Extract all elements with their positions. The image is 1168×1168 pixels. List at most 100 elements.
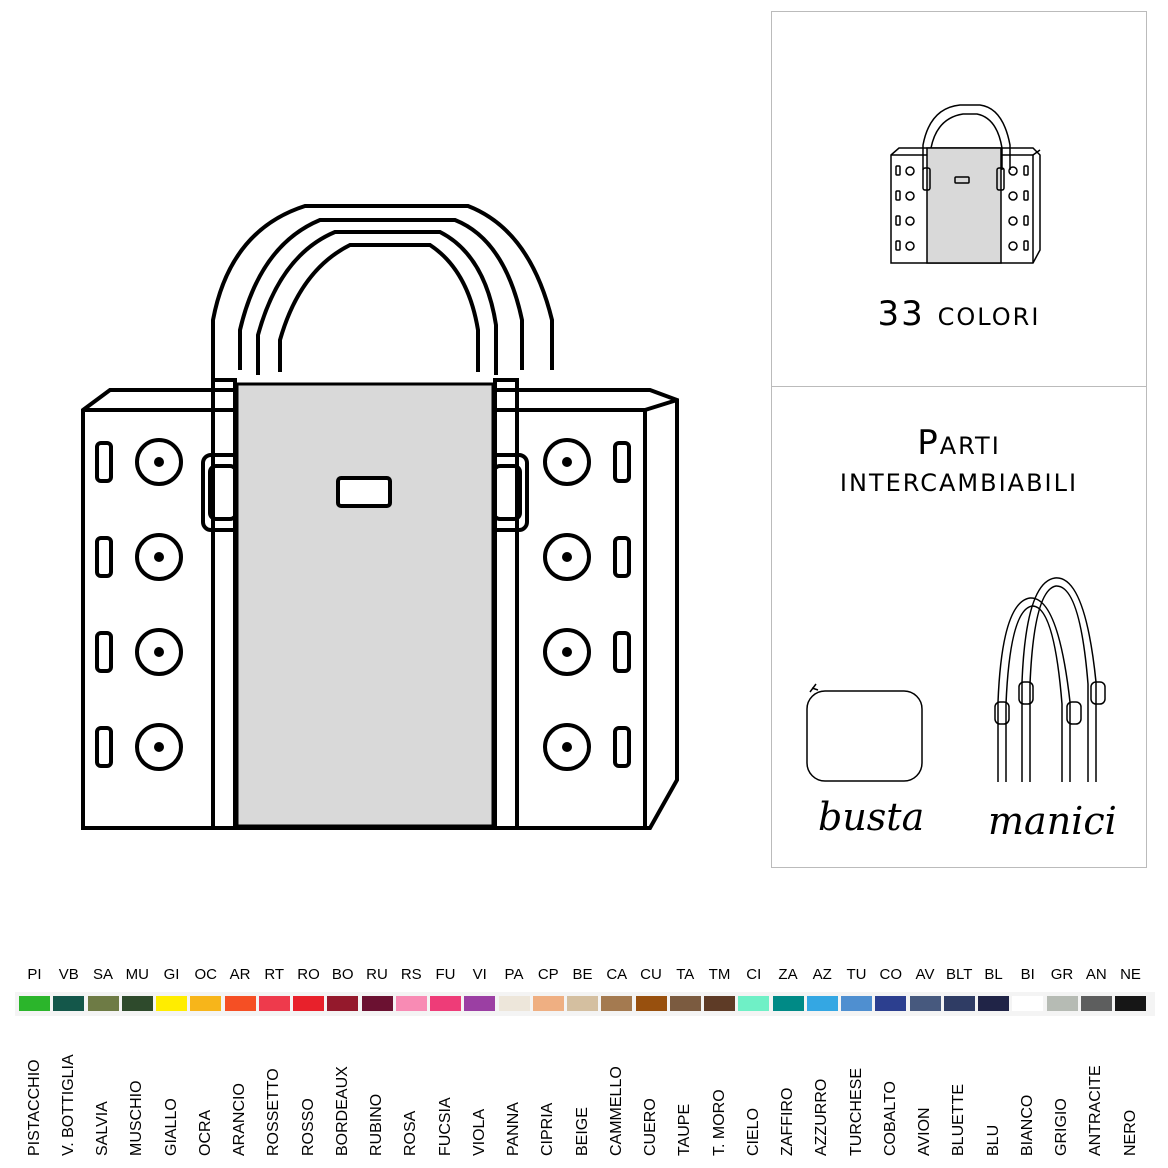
color-code: RS (400, 966, 422, 983)
color-name: BLU (984, 1124, 1002, 1156)
color-name: FUCSIA (436, 1097, 454, 1156)
color-code: SA (92, 966, 113, 983)
color-code: TU (846, 966, 867, 983)
color-name: VIOLA (470, 1108, 488, 1156)
color-code: RT (264, 966, 285, 983)
color-code: ZA (778, 966, 798, 983)
color-swatch (841, 996, 872, 1011)
front-logo-plate (336, 476, 392, 508)
color-name: AVION (916, 1107, 933, 1156)
color-swatch (156, 996, 187, 1011)
color-code: CP (537, 966, 559, 983)
color-code: AR (229, 966, 251, 983)
color-name: ZAFFIRO (779, 1087, 796, 1156)
color-code: CU (640, 966, 662, 983)
color-code: AZ (812, 966, 832, 983)
color-code: PI (27, 966, 42, 983)
color-code: BO (331, 966, 354, 983)
color-name: PANNA (505, 1102, 522, 1156)
color-name: ARANCIO (231, 1083, 248, 1156)
busta-label: busta (818, 795, 925, 839)
color-name: CAMMELLO (607, 1066, 625, 1156)
color-name: ROSSETTO (265, 1068, 283, 1156)
color-swatch (532, 996, 564, 1011)
color-name: CIELO (744, 1107, 762, 1156)
color-swatch (567, 996, 598, 1011)
color-swatch (395, 996, 427, 1011)
color-name: SALVIA (94, 1101, 111, 1156)
color-code: AN (1085, 966, 1107, 983)
color-code: TM (708, 966, 731, 983)
color-code: BL (984, 966, 1003, 983)
color-name: ROSA (402, 1110, 420, 1156)
color-swatch (1046, 996, 1078, 1011)
parts-panel (771, 386, 1147, 868)
color-swatch (121, 996, 153, 1011)
color-name: OCRA (196, 1109, 214, 1156)
color-code: RU (366, 966, 388, 983)
color-name: PISTACCHIO (25, 1059, 43, 1156)
manici-label: manici (988, 799, 1117, 843)
color-swatch (258, 996, 290, 1011)
color-swatch (875, 996, 907, 1011)
color-code: GI (163, 966, 180, 983)
color-swatch (943, 996, 975, 1011)
bag-top (81, 388, 679, 830)
color-swatch (601, 996, 633, 1011)
color-name: V. BOTTIGLIA (59, 1054, 77, 1156)
color-swatch (1080, 996, 1112, 1011)
parts-title: Parti intercambiabili (771, 425, 1147, 499)
color-swatch (738, 996, 770, 1011)
color-name: ROSSO (299, 1098, 317, 1156)
color-swatch (190, 996, 222, 1011)
color-swatch (19, 996, 50, 1011)
color-code: FU (435, 966, 456, 983)
color-code: MU (125, 966, 149, 983)
color-swatch (430, 996, 461, 1011)
color-swatch (1012, 996, 1044, 1011)
color-name: BIANCO (1018, 1094, 1036, 1156)
color-code: CO (879, 966, 903, 983)
color-code: TA (676, 966, 695, 983)
color-code: CI (746, 966, 762, 983)
color-code: BI (1020, 966, 1035, 983)
color-swatch (772, 996, 804, 1011)
color-code: GR (1050, 966, 1074, 983)
color-swatch (224, 996, 256, 1011)
color-swatch (293, 996, 324, 1011)
colors-count-label: 33 colori (877, 294, 1041, 334)
color-name: TAUPE (676, 1103, 694, 1156)
color-code: BE (572, 966, 593, 983)
color-swatch (53, 996, 85, 1011)
color-name: GIALLO (162, 1098, 180, 1156)
color-name: RUBINO (368, 1093, 385, 1156)
bag-main-illustration (81, 204, 679, 830)
color-swatch (361, 996, 393, 1011)
color-swatch (669, 996, 701, 1011)
color-code: OC (194, 966, 218, 983)
color-swatch (704, 996, 735, 1011)
parts-title-line1: Parti (917, 423, 1001, 463)
parts-title-line2: intercambiabili (839, 460, 1079, 500)
color-swatch (87, 996, 119, 1011)
handle-inner-outline (238, 218, 524, 370)
color-swatch (1115, 996, 1146, 1011)
color-swatch (635, 996, 667, 1011)
color-code: BLT (946, 966, 973, 983)
handle-outer (211, 204, 554, 400)
color-name: CUERO (642, 1098, 659, 1156)
color-code: RO (297, 966, 320, 983)
color-code: NE (1120, 966, 1141, 983)
color-swatch (806, 996, 838, 1011)
color-swatch (498, 996, 530, 1011)
color-swatch (978, 996, 1009, 1011)
color-name: AZZURRO (813, 1078, 831, 1156)
color-code: VI (472, 966, 487, 983)
color-name: NERO (1121, 1109, 1139, 1156)
bag-thumbnail (890, 104, 1041, 264)
front-panel (235, 382, 495, 828)
color-name: BLUETTE (950, 1083, 968, 1156)
color-name: T. MORO (710, 1089, 728, 1156)
eyelets-left (95, 438, 183, 771)
color-name: CIPRIA (539, 1102, 557, 1156)
